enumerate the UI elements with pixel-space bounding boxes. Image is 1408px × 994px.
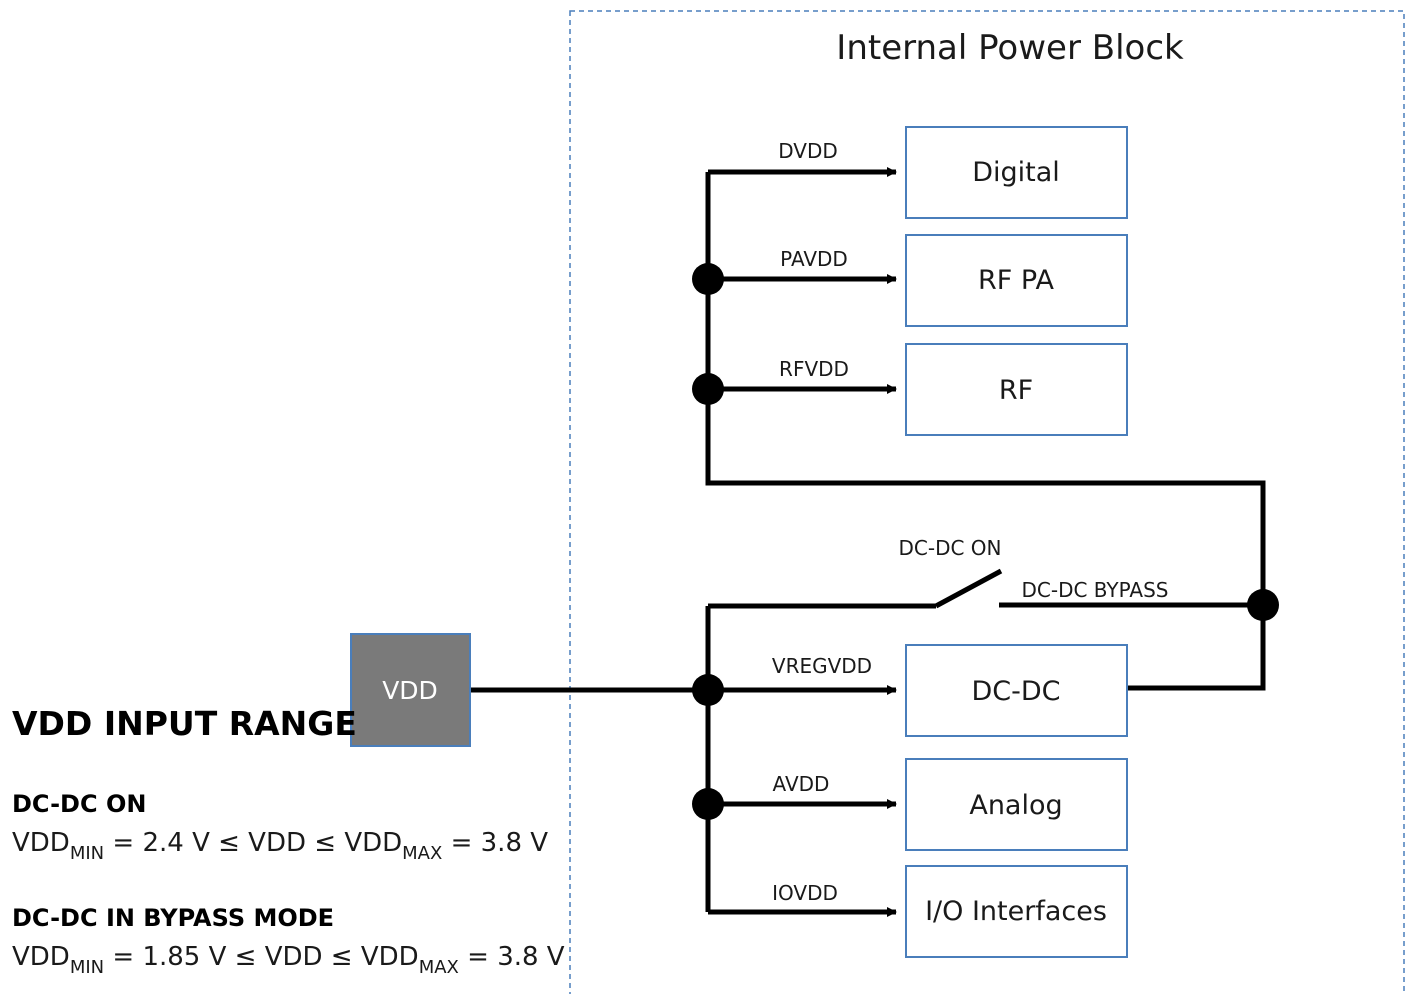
junction-dot bbox=[692, 373, 724, 405]
rail-label-dvdd: DVDD bbox=[778, 139, 838, 163]
vdd-source-box: VDD bbox=[350, 633, 471, 747]
junction-dot bbox=[692, 674, 724, 706]
mode-equation: VDDMIN = 1.85 V ≤ VDD ≤ VDDMAX = 3.8 V bbox=[12, 942, 565, 978]
block-dcdc: DC-DC bbox=[905, 644, 1128, 737]
mode-equation: VDDMIN = 2.4 V ≤ VDD ≤ VDDMAX = 3.8 V bbox=[12, 828, 548, 864]
block-analog-label: Analog bbox=[969, 790, 1062, 821]
block-analog: Analog bbox=[905, 758, 1128, 851]
switch-blade bbox=[934, 568, 1003, 609]
rail-label-iovdd: IOVDD bbox=[772, 881, 838, 905]
rail-label-avdd: AVDD bbox=[773, 772, 830, 796]
block-rf-pa: RF PA bbox=[905, 234, 1128, 327]
switch-bypass-label: DC-DC BYPASS bbox=[1021, 578, 1168, 602]
mode-name: DC-DC IN BYPASS MODE bbox=[12, 904, 334, 932]
junction-dot bbox=[1247, 589, 1279, 621]
input-range-heading: VDD INPUT RANGE bbox=[12, 704, 357, 743]
rail-label-vregvdd: VREGVDD bbox=[772, 654, 872, 678]
switch-on-label: DC-DC ON bbox=[898, 536, 1001, 560]
rail-label-rfvdd: RFVDD bbox=[779, 357, 849, 381]
internal-power-block-title: Internal Power Block bbox=[836, 28, 1184, 68]
block-dcdc-label: DC-DC bbox=[971, 676, 1060, 707]
block-rf-label: RF bbox=[999, 375, 1033, 406]
junction-dot bbox=[692, 788, 724, 820]
block-io-interfaces: I/O Interfaces bbox=[905, 865, 1128, 958]
junction-dot bbox=[692, 263, 724, 295]
mode-name: DC-DC ON bbox=[12, 790, 146, 818]
internal-power-block-container bbox=[569, 10, 1405, 994]
block-digital: Digital bbox=[905, 126, 1128, 219]
block-digital-label: Digital bbox=[972, 157, 1060, 188]
block-io-interfaces-label: I/O Interfaces bbox=[925, 896, 1107, 927]
block-rf: RF bbox=[905, 343, 1128, 436]
block-rf-pa-label: RF PA bbox=[978, 265, 1054, 296]
vdd-source-label: VDD bbox=[382, 676, 438, 705]
rail-label-pavdd: PAVDD bbox=[780, 247, 848, 271]
